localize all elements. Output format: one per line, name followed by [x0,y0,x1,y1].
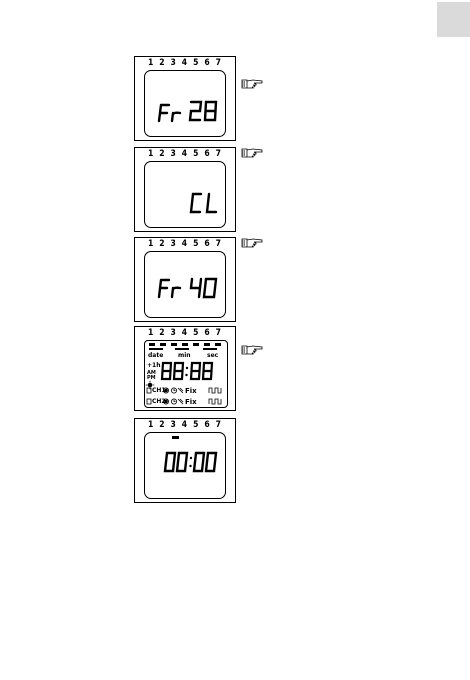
day-label: 6 [204,149,209,160]
weekday-labels: 1 2 3 4 5 6 7 [135,239,235,250]
day-label: 6 [204,328,209,339]
day-label: 1 [148,58,153,69]
ch2-label: CH2: [152,399,168,405]
lcd-screen [144,251,226,318]
day-label: 7 [216,420,221,431]
segment-display [145,252,227,319]
day-label: 5 [193,420,198,431]
lcd-panel-fr28: 1 2 3 4 5 6 7 [134,56,236,141]
lcd-panel-fr40: 1 2 3 4 5 6 7 [134,237,236,322]
day-label: 3 [171,239,176,250]
day-label: 2 [159,149,164,160]
day-label: 4 [182,58,187,69]
day-label: 5 [193,149,198,160]
day-label: 1 [148,328,153,339]
day-label: 5 [193,58,198,69]
day-label: 3 [171,149,176,160]
day-label: 2 [159,58,164,69]
weekday-labels: 1 2 3 4 5 6 7 [135,420,235,431]
fix-label: Fix [185,399,197,405]
pointing-hand-icon [241,147,263,159]
day-label: 5 [193,328,198,339]
day-label: 6 [204,420,209,431]
day-label: 4 [182,239,187,250]
day-label: 7 [216,239,221,250]
day-label: 7 [216,328,221,339]
day-label: 4 [182,420,187,431]
day-label: 2 [159,328,164,339]
pointing-hand-icon [241,237,263,249]
lcd-panel-0000: 1 2 3 4 5 6 7 [134,418,236,503]
ch1-label: CH1: [152,388,168,394]
day-label: 5 [193,239,198,250]
lcd-panel-all-segments: 1 2 3 4 5 6 7 date min sec +1h AM [134,326,236,411]
day-label: 1 [148,239,153,250]
day-label: 6 [204,58,209,69]
day-label: 1 [148,420,153,431]
day-label: 4 [182,149,187,160]
day-label: 3 [171,420,176,431]
day-label: 3 [171,328,176,339]
day-label: 2 [159,239,164,250]
day-label: 7 [216,149,221,160]
lcd-panel-cl: 1 2 3 4 5 6 7 [134,147,236,232]
lcd-screen [144,432,226,499]
weekday-labels: 1 2 3 4 5 6 7 [135,328,235,339]
pointing-hand-icon [241,78,263,90]
fix-label: Fix [185,388,197,394]
day-label: 7 [216,58,221,69]
day-label: 1 [148,149,153,160]
day-label: 3 [171,58,176,69]
day-label: 6 [204,239,209,250]
chapter-tab [437,2,470,37]
segment-display [145,162,227,229]
segment-display [145,71,227,138]
weekday-labels: 1 2 3 4 5 6 7 [135,149,235,160]
lcd-screen [144,70,226,137]
day-label: 4 [182,328,187,339]
lcd-screen: date min sec +1h AM PM [144,340,228,408]
day-label: 2 [159,420,164,431]
pointing-hand-icon [241,344,263,356]
segment-display [145,433,227,500]
lcd-screen [144,161,226,228]
weekday-labels: 1 2 3 4 5 6 7 [135,58,235,69]
